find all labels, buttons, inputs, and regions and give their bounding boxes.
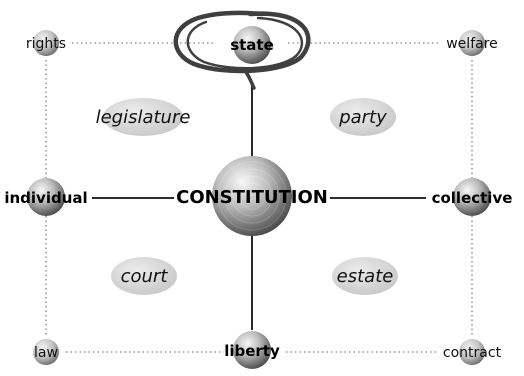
axis-label-individual: individual bbox=[4, 189, 87, 207]
quadrant-label-estate: estate bbox=[337, 266, 394, 287]
quadrant-label-legislature: legislature bbox=[96, 107, 191, 128]
axis-label-state: state bbox=[230, 36, 274, 54]
corner-label-contract: contract bbox=[443, 345, 502, 361]
corner-label-rights: rights bbox=[26, 36, 66, 52]
axis-label-liberty: liberty bbox=[224, 342, 280, 360]
axis-label-collective: collective bbox=[432, 189, 513, 207]
center-label-constitution: CONSTITUTION bbox=[176, 187, 328, 208]
quadrant-label-court: court bbox=[121, 266, 169, 287]
corner-label-welfare: welfare bbox=[446, 36, 498, 52]
quadrant-label-party: party bbox=[338, 107, 387, 128]
corner-label-law: law bbox=[34, 345, 58, 361]
